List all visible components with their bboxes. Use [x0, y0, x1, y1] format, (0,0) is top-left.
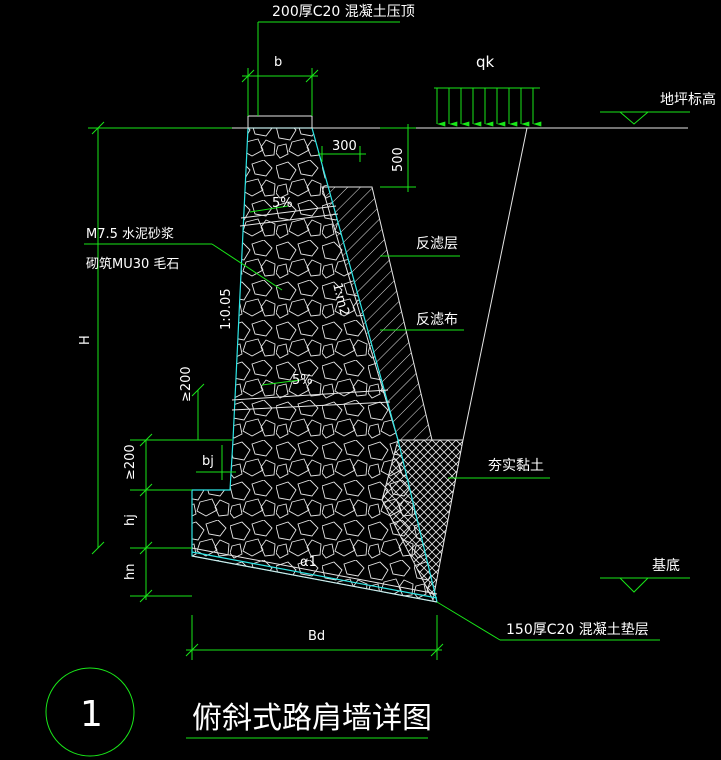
cap-note-label: 200厚C20 混凝土压顶: [272, 4, 415, 20]
load-arrows: [434, 87, 542, 127]
load-label: qk: [476, 53, 495, 71]
concrete-cap: [247, 115, 313, 129]
dim-bj: [196, 445, 236, 480]
slope-5-top-label: 5%: [272, 196, 293, 211]
dim-300: [318, 146, 366, 162]
dim-hj-label: hj: [123, 514, 138, 526]
dim-b-label: b: [274, 55, 282, 70]
dim-ge200-a: [191, 383, 205, 440]
drawing-title: 俯斜式路肩墙详图: [192, 701, 432, 736]
dim-hj-hn: [130, 433, 232, 603]
dim-H-label: H: [78, 335, 93, 345]
dim-hn-label: hn: [123, 564, 138, 580]
dim-300-label: 300: [332, 139, 357, 154]
dim-bj-label: bj: [202, 454, 214, 469]
dim-500-label: 500: [391, 147, 406, 172]
cap-note-leader: [257, 21, 400, 116]
detail-number: 1: [80, 694, 103, 735]
compacted-clay-label: 夯实黏土: [488, 458, 544, 474]
base-slope-label: α1: [300, 555, 317, 570]
drain-layers: [231, 205, 391, 411]
dim-Bd: [185, 615, 444, 660]
filter-cloth-label: 反滤布: [416, 312, 458, 328]
base-level-label: 基底: [652, 557, 680, 574]
slope-ratio-label: 1:0.05: [219, 288, 234, 330]
detail-bubble: [45, 667, 135, 757]
ground-level-label: 地坪标高: [660, 91, 716, 108]
ground-level-symbol: [600, 111, 690, 125]
masonry-leader: [84, 243, 283, 291]
filter-layer-label: 反滤层: [416, 236, 458, 252]
cushion-leader: [436, 601, 660, 641]
dim-ge200-b-label: ≥200: [123, 444, 138, 480]
dim-H: [88, 121, 232, 555]
mortar-label: M7.5 水泥砂浆: [86, 227, 174, 242]
cushion-layer: [191, 547, 438, 603]
dim-b: [241, 68, 319, 116]
slope-5-bottom-label: 5%: [292, 373, 313, 388]
dim-ge200-a-label: ≥200: [179, 366, 194, 402]
cushion-label: 150厚C20 混凝土垫层: [506, 622, 649, 638]
influence-line: [462, 127, 528, 441]
dim-500: [380, 124, 416, 192]
base-level-symbol: [600, 577, 690, 593]
masonry-label: 砌筑MU30 毛石: [86, 256, 179, 272]
dim-Bd-label: Bd: [308, 629, 325, 644]
